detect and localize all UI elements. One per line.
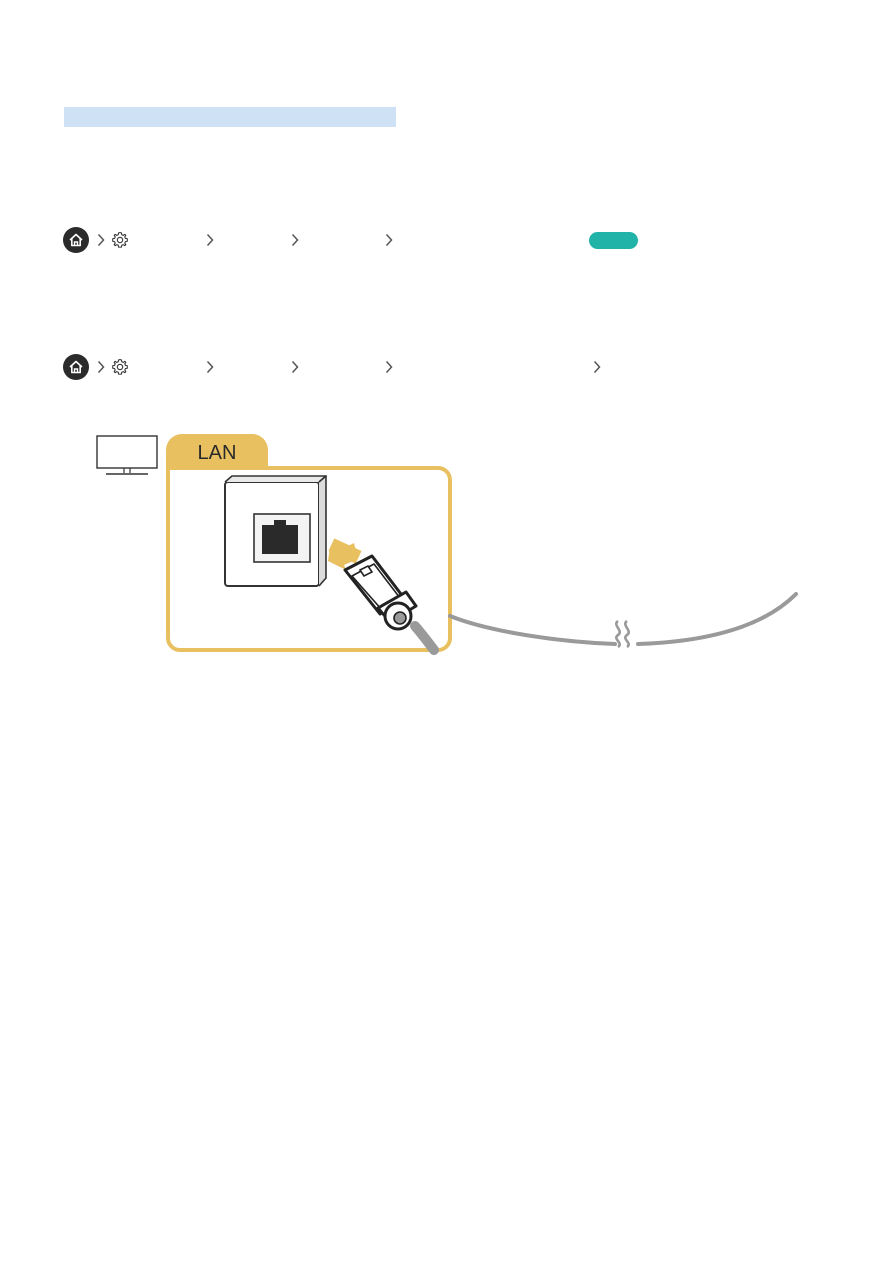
gear-icon xyxy=(112,359,128,375)
home-icon xyxy=(63,227,89,253)
lan-label: LAN xyxy=(197,442,237,464)
cable xyxy=(448,592,798,646)
chevron-right-icon xyxy=(97,233,105,247)
cable-break-icon xyxy=(615,619,630,649)
chevron-right-icon xyxy=(97,360,105,374)
chevron-right-icon xyxy=(385,233,393,247)
wall-socket-icon xyxy=(224,475,327,587)
try-now-badge[interactable] xyxy=(589,232,638,249)
tv-icon xyxy=(96,435,158,475)
home-icon xyxy=(63,354,89,380)
insert-arrow-icon xyxy=(328,538,362,570)
section-heading-highlight xyxy=(64,107,396,127)
chevron-right-icon xyxy=(291,233,299,247)
chevron-right-icon xyxy=(385,360,393,374)
chevron-right-icon xyxy=(206,233,214,247)
chevron-right-icon xyxy=(291,360,299,374)
lan-connection-illustration: LAN xyxy=(160,430,800,655)
menu-path-network-settings-detail xyxy=(63,354,663,380)
chevron-right-icon xyxy=(206,360,214,374)
chevron-right-icon xyxy=(593,360,601,374)
lan-tab xyxy=(166,434,268,472)
ethernet-plug-icon xyxy=(343,554,439,655)
gear-icon xyxy=(112,232,128,248)
menu-path-network-settings xyxy=(63,227,663,253)
